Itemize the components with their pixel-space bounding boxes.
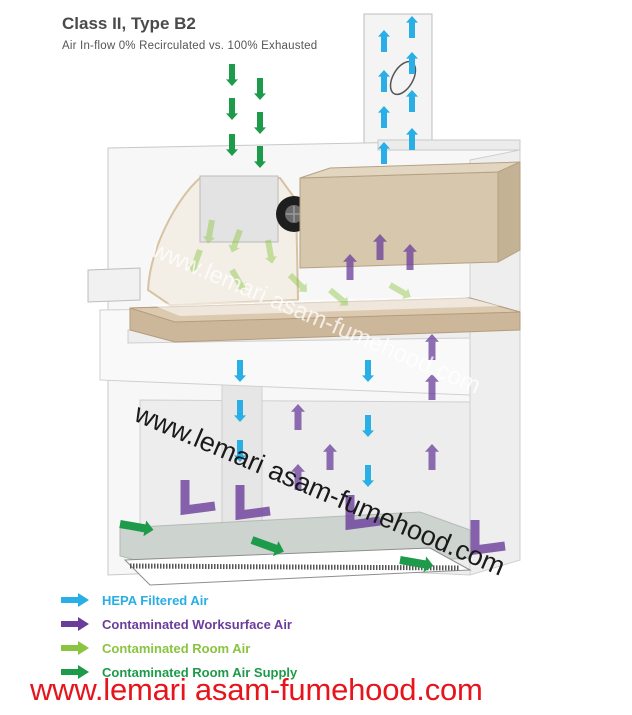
legend-item-worksurface: Contaminated Worksurface Air (60, 612, 297, 636)
worksurface-arrow (425, 334, 439, 360)
biosafety-cabinet-diagram (87, 13, 521, 586)
hepa-arrow (234, 440, 246, 462)
legend: HEPA Filtered Air Contaminated Worksurfa… (60, 588, 297, 684)
legend-label: Contaminated Room Air Supply (102, 664, 298, 680)
exhaust-duct (363, 13, 433, 165)
room-air-arrow (188, 248, 203, 273)
room-air-supply-arrow (250, 536, 284, 557)
hepa-arrow (234, 360, 246, 382)
worksurface-arrow (425, 444, 439, 470)
worksurface-arrow (373, 234, 387, 260)
worksurface-arrow (403, 244, 417, 270)
supply-arrow (226, 64, 238, 86)
room-air-arrow (287, 272, 307, 292)
supply-arrow (254, 112, 266, 134)
room-air-arrow (229, 268, 246, 291)
website-footer: www.lemari asam-fumehood.com (30, 672, 483, 707)
supply-arrow (254, 146, 266, 168)
legend-label: Contaminated Room Air (102, 640, 251, 656)
hepa-arrow (362, 465, 374, 487)
hepa-arrow (362, 415, 374, 437)
purple-arrow-icon (61, 617, 89, 631)
hepa-arrow (234, 400, 246, 422)
supply-arrow (226, 98, 238, 120)
room-air-supply-arrow (399, 556, 434, 573)
exhaust-arrow (378, 106, 390, 128)
legend-label: HEPA Filtered Air (102, 592, 209, 608)
room-air-arrow (228, 228, 243, 253)
exhaust-arrow (406, 16, 418, 38)
room-air-arrow (265, 239, 277, 264)
diagram-title: Class II, Type B2 (62, 14, 196, 33)
legend-item-room-air-supply: Contaminated Room Air Supply (60, 660, 297, 684)
worksurface-duct (470, 520, 506, 556)
work-surface (119, 511, 472, 586)
hepa-arrow (362, 360, 374, 382)
blue-arrow-icon (61, 593, 89, 607)
dark-green-arrow-icon (61, 665, 89, 679)
room-air-arrow (388, 282, 411, 299)
supply-arrow (226, 134, 238, 156)
exhaust-arrow (378, 70, 390, 92)
worksurface-arrow (323, 444, 337, 470)
exhaust-arrow (378, 142, 390, 164)
worksurface-arrow (343, 254, 357, 280)
exhaust-blower (299, 161, 521, 269)
supply-blower (199, 175, 279, 243)
worksurface-duct (345, 495, 381, 531)
worksurface-duct (180, 480, 216, 516)
room-air-arrow (328, 287, 349, 306)
exhaust-arrow (406, 128, 418, 150)
exhaust-arrow (406, 90, 418, 112)
exhaust-arrow (406, 52, 418, 74)
airflow-arrows (119, 16, 506, 573)
hepa-filter (129, 296, 521, 343)
room-air-arrow (203, 219, 215, 244)
room-air-supply-arrow (119, 520, 154, 537)
legend-item-room-air: Contaminated Room Air (60, 636, 297, 660)
worksurface-duct (235, 485, 271, 521)
diagram-subtitle: Air In-flow 0% Recirculated vs. 100% Exh… (62, 40, 318, 52)
legend-item-hepa: HEPA Filtered Air (60, 588, 297, 612)
light-green-arrow-icon (61, 641, 89, 655)
supply-arrow (254, 78, 266, 100)
worksurface-arrow (291, 464, 305, 490)
worksurface-arrow (425, 374, 439, 400)
exhaust-arrow (378, 30, 390, 52)
worksurface-arrow (291, 404, 305, 430)
legend-label: Contaminated Worksurface Air (102, 616, 292, 632)
